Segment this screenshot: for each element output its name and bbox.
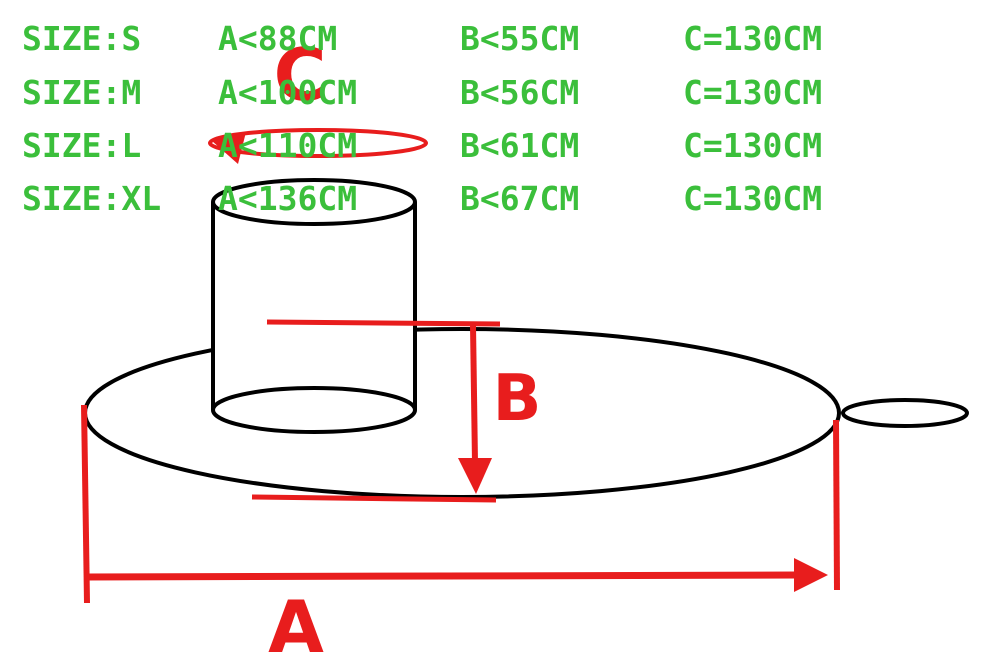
neck-cylinder <box>211 178 417 434</box>
measure-c-arrow <box>208 128 428 164</box>
measure-a-label: A <box>268 585 324 667</box>
measure-b-label: B <box>493 362 542 436</box>
measure-a-arrow <box>81 404 840 604</box>
measure-b-arrow <box>251 319 501 503</box>
hem-ellipse <box>83 327 841 499</box>
measure-c-label: C <box>274 33 327 117</box>
side-loop <box>841 398 969 428</box>
